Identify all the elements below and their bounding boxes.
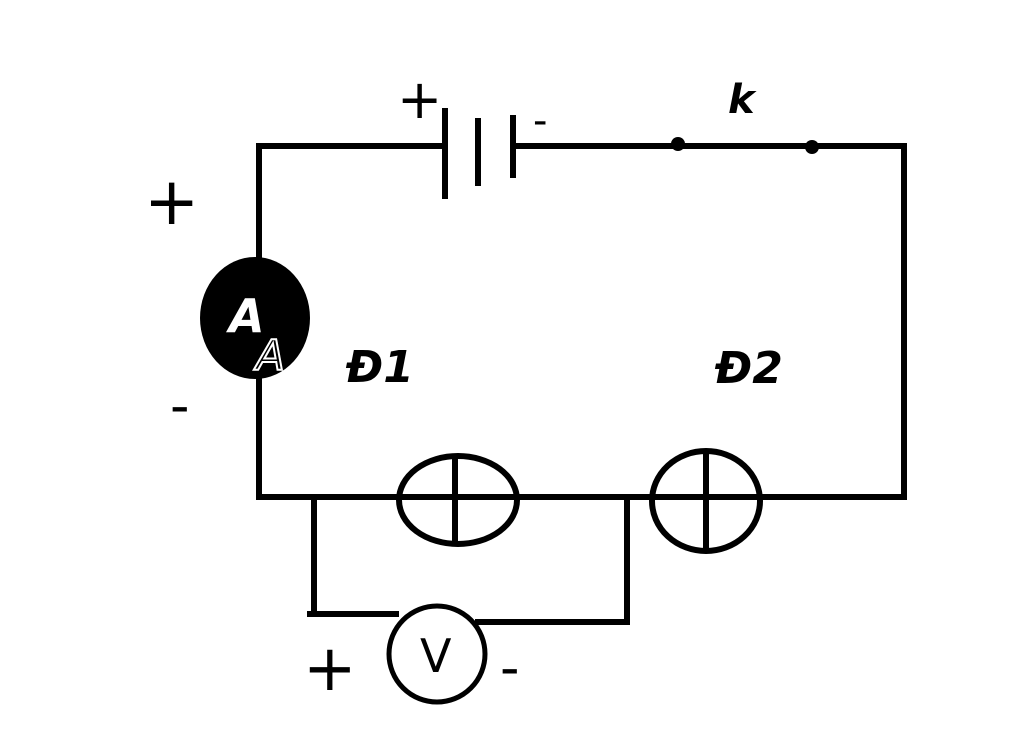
voltmeter-symbol: V xyxy=(420,629,452,683)
voltmeter-minus-label: - xyxy=(500,636,520,699)
wires xyxy=(256,143,907,625)
ammeter-watermark: A xyxy=(253,331,285,380)
ammeter-plus-label: + xyxy=(144,163,199,240)
battery-gap-2 xyxy=(482,142,509,151)
switch-terminal-right xyxy=(805,140,819,154)
ammeter: A A + - xyxy=(144,163,310,437)
voltmeter: V + - xyxy=(303,603,520,706)
battery: + - xyxy=(397,68,547,199)
battery-gap-1 xyxy=(449,142,474,151)
switch-terminal-left xyxy=(671,137,685,151)
lamp-1: Đ1 xyxy=(345,342,520,547)
ammeter-symbol: A xyxy=(226,289,265,343)
switch-label: k xyxy=(728,77,757,123)
battery-plus-label: + xyxy=(397,68,442,131)
ammeter-body xyxy=(200,257,310,379)
voltmeter-plus-label: + xyxy=(303,632,357,706)
lamp-2-label: Đ2 xyxy=(714,343,783,394)
switch: k xyxy=(671,77,819,154)
battery-minus-label: - xyxy=(533,98,547,144)
lamp-2: Đ2 xyxy=(649,343,783,554)
ammeter-minus-label: - xyxy=(170,374,190,437)
voltmeter-body xyxy=(386,603,488,705)
lamp-1-label: Đ1 xyxy=(345,342,414,393)
